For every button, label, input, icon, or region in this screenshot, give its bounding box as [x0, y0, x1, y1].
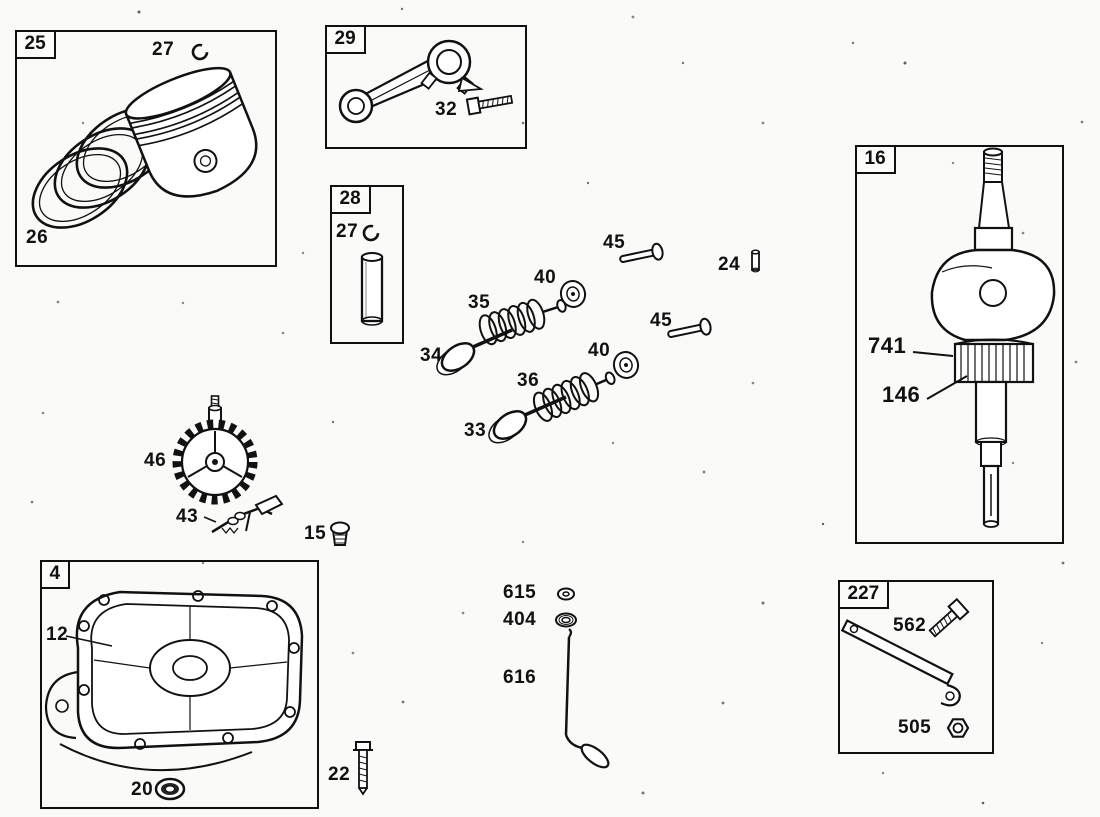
- callout-box-4: 4: [39, 559, 71, 589]
- spring-cap-icon: [559, 280, 587, 308]
- valve-train-lower: [488, 317, 712, 444]
- valve-train-upper: [436, 242, 760, 376]
- callout-box-227: 227: [837, 579, 890, 609]
- callout-box-16: 16: [854, 144, 896, 174]
- push-pin-icon: [667, 317, 712, 338]
- label-dowel: 24: [718, 254, 741, 275]
- label-plug: 15: [304, 523, 327, 544]
- oil-seal-icon: [154, 777, 186, 801]
- rod-bolt-icon: [465, 94, 514, 116]
- label-oil-seal: 20: [131, 779, 154, 800]
- label-timing-gear: 741: [868, 333, 907, 358]
- valve-icon: [488, 395, 567, 444]
- sump-illustration: [44, 590, 304, 801]
- box-sump: 4: [39, 559, 319, 809]
- label-crank-key: 146: [882, 382, 921, 407]
- label-valve-exhaust: 33: [464, 420, 487, 441]
- label-pin-lower: 45: [650, 310, 673, 331]
- label-governor-gear: 46: [144, 450, 167, 471]
- label-spring-exhaust: 36: [517, 370, 540, 391]
- label-washer: 615: [503, 582, 537, 603]
- box-connecting-rod: 29: [324, 24, 527, 149]
- sump-bolt-illustration: [353, 741, 373, 796]
- callout-box-25: 25: [14, 29, 56, 59]
- label-sump-bolt: 22: [328, 764, 351, 785]
- governor-gear-illustration: [172, 395, 258, 505]
- valve-spring-icon: [478, 298, 567, 346]
- label-pin-clip: 27: [336, 221, 359, 242]
- crankshaft-illustration: [912, 147, 1056, 528]
- piston-illustration: [124, 43, 258, 198]
- piston-pin-illustration: [360, 224, 384, 326]
- spring-cap-icon: [612, 351, 640, 379]
- dipstick-group-illustration: [555, 587, 610, 769]
- label-valve-intake: 34: [420, 345, 443, 366]
- box-piston-pin: 28: [329, 184, 404, 344]
- label-rings: 26: [26, 227, 49, 248]
- bracket-illustration: [840, 597, 970, 738]
- label-rod-bolt: 32: [435, 99, 458, 120]
- label-seal-washer: 404: [503, 609, 537, 630]
- nut-icon: [946, 718, 970, 738]
- label-cap-upper: 40: [534, 267, 557, 288]
- timing-gear-icon: [953, 338, 1035, 384]
- leader-741: [912, 351, 954, 357]
- retainer-clip-icon: [362, 224, 380, 242]
- label-governor-crank: 43: [176, 506, 199, 527]
- label-spring-intake: 35: [468, 292, 491, 313]
- leader-12: [65, 635, 113, 647]
- box-crankshaft: 16: [854, 144, 1064, 544]
- screw-icon: [928, 597, 970, 638]
- governor-crank-illustration: [203, 494, 284, 535]
- label-dipstick: 616: [503, 667, 537, 688]
- seal-washer-icon: [555, 612, 577, 628]
- callout-box-29: 29: [324, 24, 366, 54]
- box-bracket: 227: [837, 579, 994, 754]
- push-pin-icon: [619, 242, 664, 263]
- label-cap-lower: 40: [588, 340, 611, 361]
- valve-spring-icon: [532, 371, 616, 422]
- label-bracket-nut: 505: [898, 717, 932, 738]
- label-bracket-screw: 562: [893, 615, 927, 636]
- plug-illustration: [330, 521, 350, 546]
- label-gasket: 12: [46, 624, 69, 645]
- label-pin-upper: 45: [603, 232, 626, 253]
- callout-box-28: 28: [329, 184, 371, 214]
- label-piston-clip: 27: [152, 39, 175, 60]
- dipstick-icon: [564, 628, 610, 769]
- dowel-pin-icon: [751, 249, 760, 273]
- leader-146: [926, 375, 968, 400]
- washer-icon: [557, 587, 575, 601]
- connecting-rod-illustration: [338, 39, 514, 124]
- box-piston-assembly: 25: [14, 29, 277, 267]
- valve-icon: [436, 328, 513, 376]
- noise-speckles: [30, 7, 1084, 805]
- retainer-clip-icon: [191, 43, 209, 61]
